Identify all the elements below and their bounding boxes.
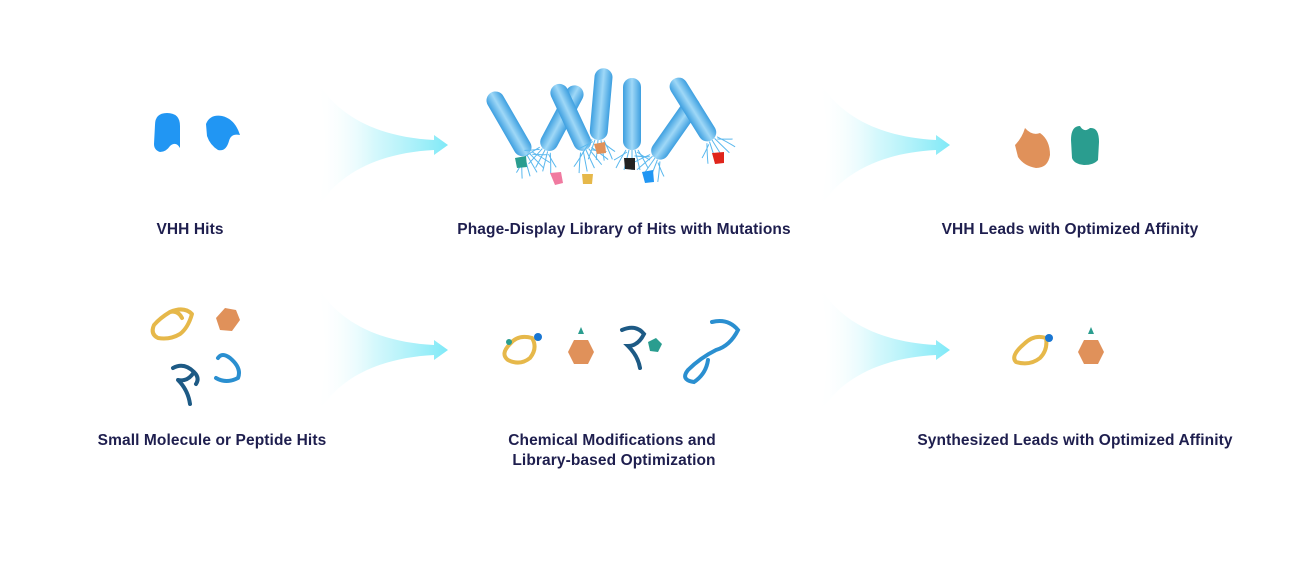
synthesized-lead-icon [1012,327,1104,366]
arrow-icon [818,79,950,211]
arrow-icon [316,79,448,211]
label-chem-mod-line1: Chemical Modifications and [508,432,716,449]
vhh-lead-icon [1015,126,1099,168]
vhh-hit-icon [154,113,240,152]
arrow-icon [818,284,950,416]
label-small-molecule-hits: Small Molecule or Peptide Hits [97,432,327,449]
label-vhh-hits: VHH Hits [156,221,224,238]
label-chem-mod-line2: Library-based Optimization [512,452,716,469]
arrow-icon [316,284,448,416]
hexagon-molecule-icon [216,308,240,331]
label-vhh-leads: VHH Leads with Optimized Affinity [941,221,1199,238]
label-synth-leads: Synthesized Leads with Optimized Affinit… [917,432,1233,449]
label-phage-library: Phage-Display Library of Hits with Mutat… [457,221,791,238]
phage-icon [474,66,739,186]
modified-molecules-icon [502,319,741,385]
peptide-loop-icon [150,307,241,406]
